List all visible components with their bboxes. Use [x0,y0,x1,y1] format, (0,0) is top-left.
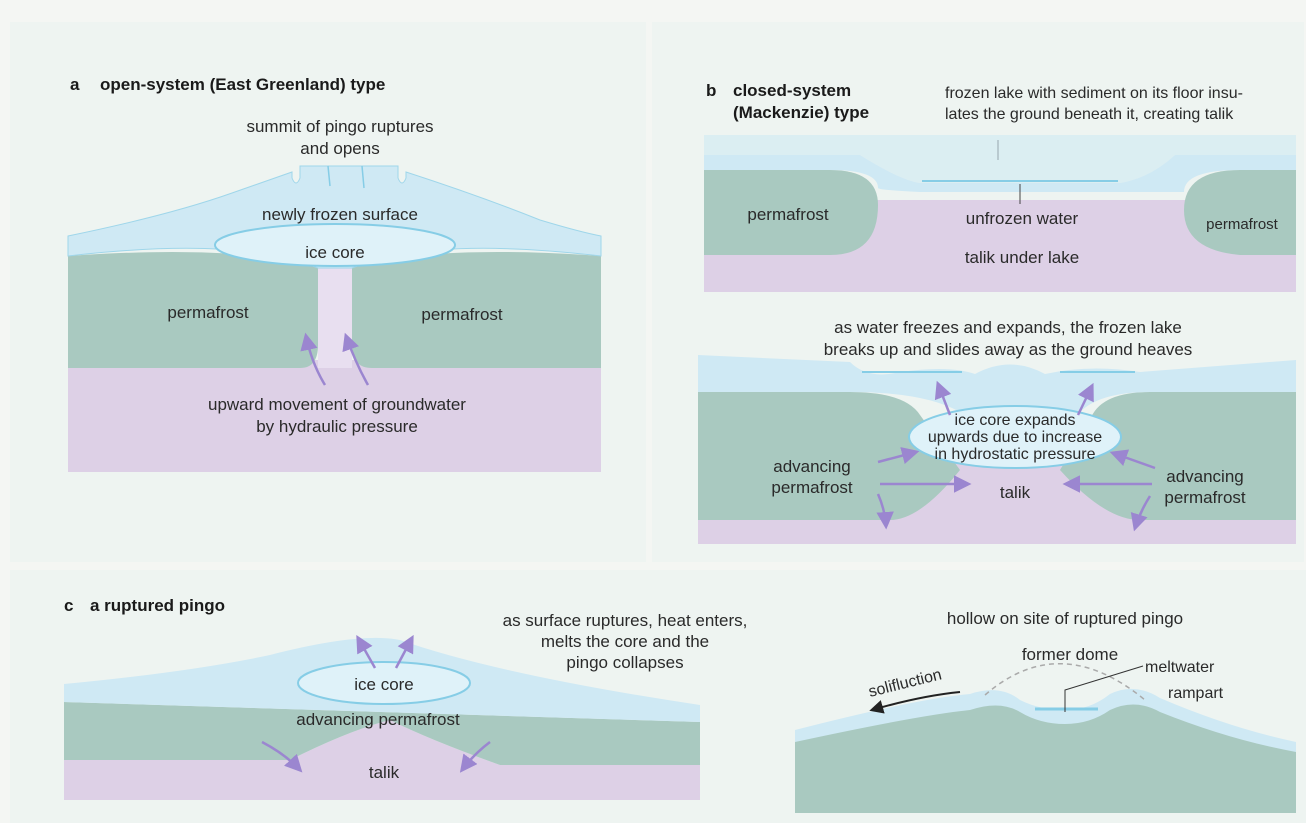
arrow-core-up-right [1076,382,1094,416]
panel-c-title: a ruptured pingo [90,596,225,615]
hollow-label: hollow on site of ruptured pingo [947,609,1183,628]
summit-crack-1 [327,165,331,187]
permafrost-right-b1 [1184,170,1296,255]
arrow-left-down [876,493,894,530]
permafrost-right-b2 [1060,392,1296,520]
talik-c-label: talik [369,763,400,782]
arrow-c-up-left [356,634,377,669]
panel-b2: as water freezes and expands, the frozen… [698,318,1296,544]
unfrozen-water-label: unfrozen water [966,209,1079,228]
arrow-right-down [1130,495,1152,532]
groundwater-channel-a [318,268,352,368]
frozen-lake-label: frozen lake with sediment on its floor i… [945,85,1243,123]
arrow-c-up-right [394,634,414,669]
talik-layer-a [68,360,601,472]
panel-c-letter: c [64,596,73,615]
ice-core-c [297,661,471,705]
talik-layer-c [64,720,700,800]
former-dome-outline [984,663,1146,701]
permafrost-right-a-label: permafrost [421,305,503,324]
permafrost-left-a [68,252,318,368]
ice-cover-c2 [795,688,1296,752]
lake-top-b1 [704,135,1296,183]
permafrost-left-a-label: permafrost [167,303,249,322]
ice-core-b2 [908,405,1122,469]
panel-b-title: closed-system(Mackenzie) type [733,81,869,122]
solifluction-arrow [869,691,961,714]
heave-label: as water freezes and expands, the frozen… [824,318,1193,359]
panel-b-letter: b [706,81,716,100]
former-dome-label: former dome [1022,645,1118,664]
advancing-c-label: advancing permafrost [296,710,460,729]
ice-core-a-label: ice core [305,243,365,262]
permafrost-left-b1-label: permafrost [747,205,829,224]
arrow-left-in-upper [877,447,920,465]
permafrost-left-b2 [698,392,960,520]
talik-b2-label: talik [1000,483,1031,502]
permafrost-c [64,702,700,765]
permafrost-right-a [352,252,601,368]
ice-core-a [214,223,456,267]
lake-ice-b1 [704,155,1296,192]
panel-a-letter: a [70,75,80,94]
meltwater-leader [1064,665,1144,712]
ice-core-c-label: ice core [354,675,414,694]
arrow-right-in-upper [1109,449,1156,470]
talik-under-lake-label: talik under lake [965,248,1079,267]
summit-crack-2 [361,165,365,189]
arrow-c-down-left [261,740,303,773]
permafrost-right-b1-label: permafrost [1206,216,1279,233]
arrow-core-up-left [934,380,952,416]
panel-c2: hollow on site of ruptured pingo former … [795,609,1296,813]
permafrost-c2 [795,694,1296,813]
permafrost-left-b1 [704,170,878,255]
panel-a-title: open-system (East Greenland) type [100,75,385,94]
groundwater-arrow-right [342,332,370,386]
newly-frozen-surface-label: newly frozen surface [262,205,418,224]
meltwater-label: meltwater [1145,659,1215,676]
panel-b: b closed-system(Mackenzie) type frozen l… [704,81,1296,292]
arrow-c-down-right [459,741,491,773]
panel-c: c a ruptured pingo as surface ruptures, … [64,596,747,800]
panel-a: a open-system (East Greenland) type summ… [67,75,602,472]
groundwater-arrow-left [300,332,327,386]
rupture-label: as surface ruptures, heat enters,melts t… [503,611,748,672]
ice-cover-b2 [698,355,1296,412]
rampart-label: rampart [1168,685,1224,702]
